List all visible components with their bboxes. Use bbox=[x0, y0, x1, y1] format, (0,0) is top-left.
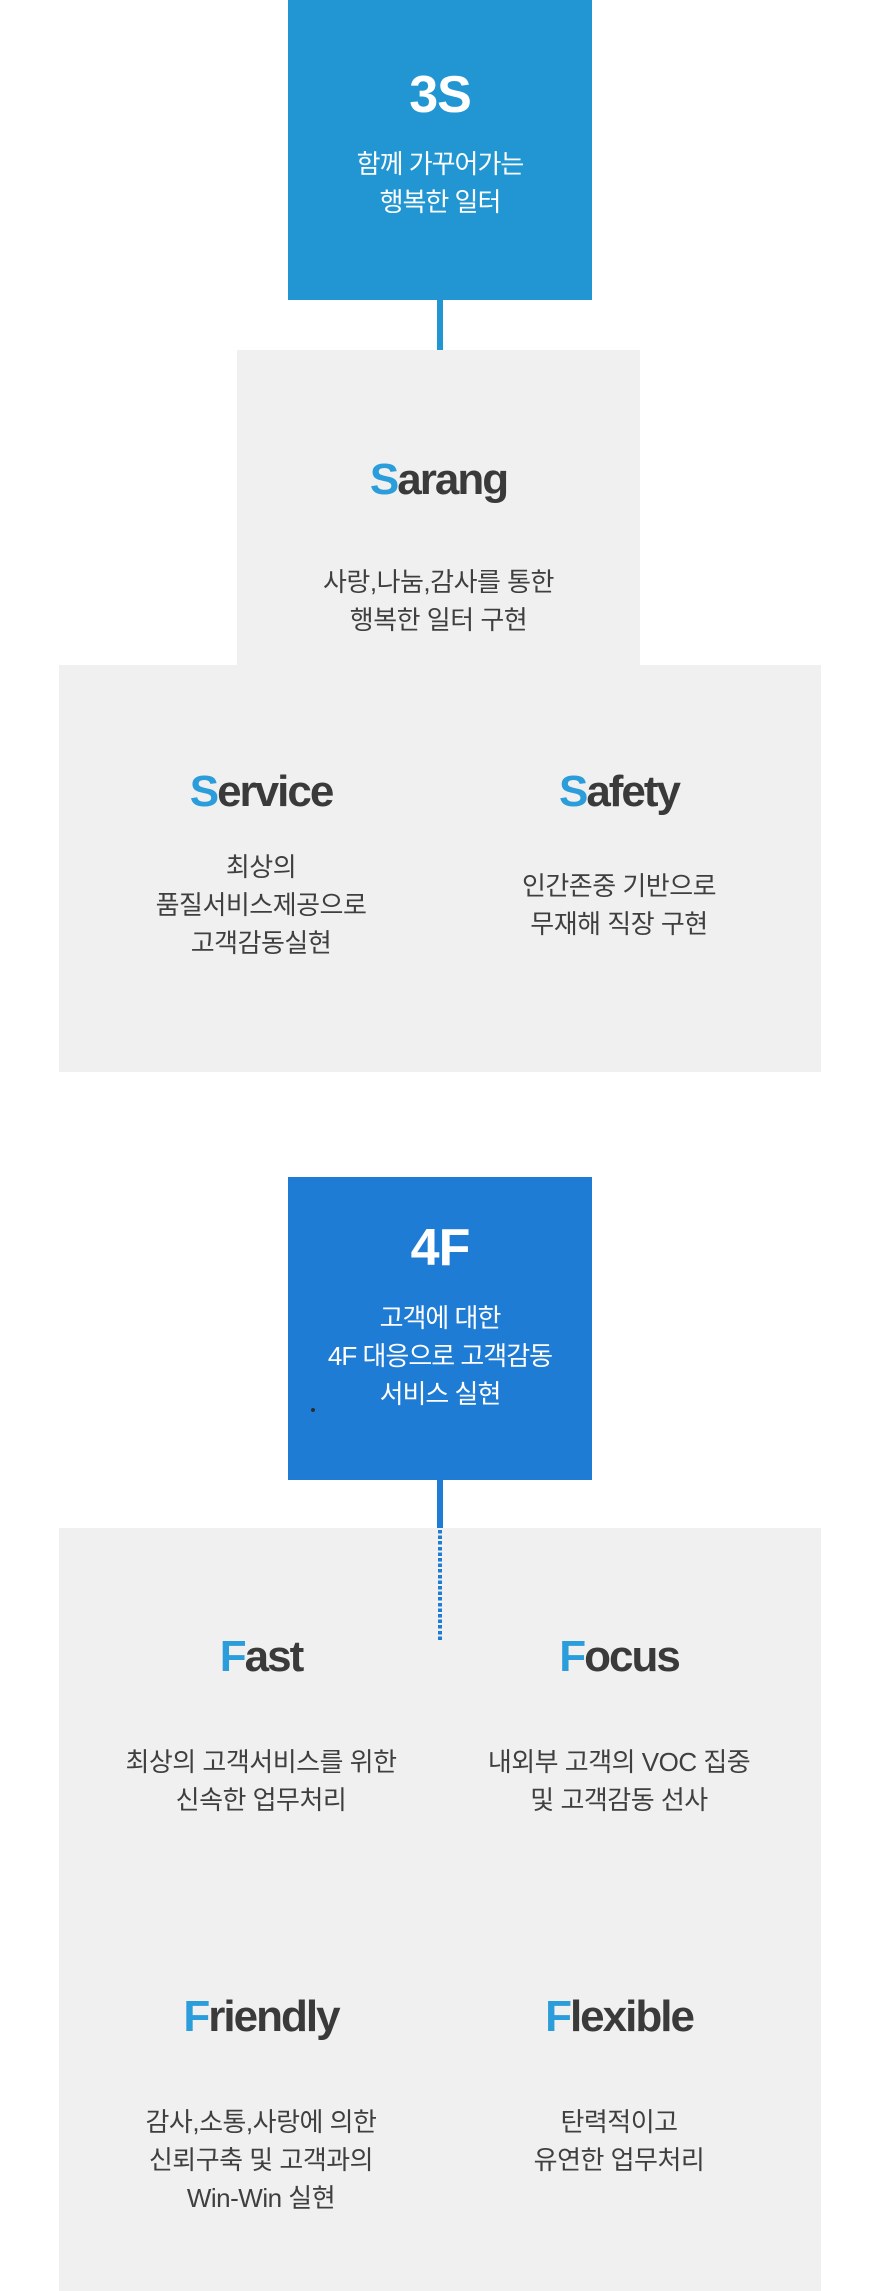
4f-title: 4F bbox=[410, 1219, 471, 1277]
dotted-connector bbox=[438, 1530, 442, 1640]
4f-values-row-1: Fast 최상의 고객서비스를 위한 신속한 업무처리 Focus 내외부 고객… bbox=[82, 1528, 798, 1888]
service-heading-initial: S bbox=[189, 767, 219, 816]
focus-heading: Focus bbox=[440, 1633, 798, 1681]
safety-description-line: 무재해 직장 구현 bbox=[530, 909, 708, 939]
service-description-line: 품질서비스제공으로 bbox=[155, 890, 367, 920]
sarang-heading: Sarang bbox=[237, 456, 640, 504]
fast-card: Fast 최상의 고객서비스를 위한 신속한 업무처리 bbox=[82, 1528, 440, 1888]
friendly-description-line: 감사,소통,사랑에 의한 bbox=[145, 2107, 377, 2137]
4f-subtitle: 고객에 대한 4F 대응으로 고객감동 서비스 실현 bbox=[288, 1299, 592, 1413]
safety-description: 인간존중 기반으로 무재해 직장 구현 bbox=[440, 848, 798, 962]
flexible-description: 탄력적이고 유연한 업무처리 bbox=[440, 2103, 798, 2179]
focus-heading-rest: ocus bbox=[584, 1632, 681, 1681]
friendly-heading: Friendly bbox=[82, 1993, 440, 2041]
4f-values-row-2: Friendly 감사,소통,사랑에 의한 신뢰구축 및 고객과의 Win-Wi… bbox=[82, 1888, 798, 2248]
4f-subtitle-line: 고객에 대한 bbox=[379, 1303, 502, 1333]
friendly-description-line: Win-Win 실현 bbox=[186, 2183, 336, 2213]
fast-heading-rest: ast bbox=[244, 1632, 305, 1681]
sarang-description-line: 행복한 일터 구현 bbox=[349, 605, 528, 635]
flexible-card: Flexible 탄력적이고 유연한 업무처리 bbox=[440, 1888, 798, 2248]
4f-values-panel: Fast 최상의 고객서비스를 위한 신속한 업무처리 Focus 내외부 고객… bbox=[59, 1528, 821, 2291]
flexible-heading-initial: F bbox=[545, 1992, 572, 2041]
connector-3s-to-sarang bbox=[437, 300, 443, 350]
sarang-card: Sarang 사랑,나눔,감사를 통한 행복한 일터 구현 bbox=[237, 350, 640, 665]
focus-description-line: 및 고객감동 선사 bbox=[530, 1785, 708, 1815]
4f-subtitle-line: 서비스 실현 bbox=[379, 1379, 502, 1409]
friendly-description: 감사,소통,사랑에 의한 신뢰구축 및 고객과의 Win-Win 실현 bbox=[82, 2103, 440, 2217]
flexible-description-line: 유연한 업무처리 bbox=[533, 2145, 705, 2175]
friendly-card: Friendly 감사,소통,사랑에 의한 신뢰구축 및 고객과의 Win-Wi… bbox=[82, 1888, 440, 2248]
sarang-heading-initial: S bbox=[369, 455, 399, 504]
focus-description-line: 내외부 고객의 VOC 집중 bbox=[487, 1747, 751, 1777]
fast-heading-initial: F bbox=[219, 1632, 247, 1681]
service-description: 최상의 품질서비스제공으로 고객감동실현 bbox=[82, 848, 440, 962]
sarang-heading-rest: arang bbox=[397, 455, 509, 504]
4f-subtitle-line: 4F 대응으로 고객감동 bbox=[327, 1341, 553, 1371]
service-heading: Service bbox=[82, 768, 440, 816]
focus-heading-initial: F bbox=[559, 1632, 586, 1681]
friendly-description-line: 신뢰구축 및 고객과의 bbox=[148, 2145, 374, 2175]
focus-description: 내외부 고객의 VOC 집중 및 고객감동 선사 bbox=[440, 1743, 798, 1819]
3s-subtitle: 함께 가꾸어가는 행복한 일터 bbox=[288, 145, 592, 221]
service-heading-rest: ervice bbox=[217, 767, 334, 816]
service-description-line: 고객감동실현 bbox=[190, 928, 332, 958]
friendly-heading-initial: F bbox=[183, 1992, 210, 2041]
service-card: Service 최상의 품질서비스제공으로 고객감동실현 bbox=[82, 665, 440, 1072]
3s-title: 3S bbox=[409, 66, 472, 124]
3s-subtitle-line: 행복한 일터 bbox=[379, 187, 502, 217]
sarang-description: 사랑,나눔,감사를 통한 행복한 일터 구현 bbox=[237, 563, 640, 639]
sarang-description-line: 사랑,나눔,감사를 통한 bbox=[323, 567, 554, 597]
friendly-heading-rest: riendly bbox=[208, 1992, 340, 2041]
fast-description-line: 신속한 업무처리 bbox=[175, 1785, 347, 1815]
safety-heading-initial: S bbox=[558, 767, 588, 816]
fast-description: 최상의 고객서비스를 위한 신속한 업무처리 bbox=[82, 1743, 440, 1819]
connector-4f-to-panel bbox=[437, 1480, 443, 1528]
safety-heading: Safety bbox=[440, 768, 798, 816]
service-safety-panel: Service 최상의 품질서비스제공으로 고객감동실현 Safety 인간존중… bbox=[59, 665, 821, 1072]
3s-header-box: 3S 함께 가꾸어가는 행복한 일터 bbox=[288, 0, 592, 300]
4f-header-box: 4F 고객에 대한 4F 대응으로 고객감동 서비스 실현 bbox=[288, 1177, 592, 1480]
stray-dot-mark bbox=[311, 1408, 315, 1412]
flexible-description-line: 탄력적이고 bbox=[560, 2107, 678, 2137]
service-description-line: 최상의 bbox=[225, 852, 297, 882]
safety-heading-rest: afety bbox=[586, 767, 681, 816]
focus-card: Focus 내외부 고객의 VOC 집중 및 고객감동 선사 bbox=[440, 1528, 798, 1888]
fast-heading: Fast bbox=[82, 1633, 440, 1681]
safety-card: Safety 인간존중 기반으로 무재해 직장 구현 bbox=[440, 665, 798, 1072]
3s-subtitle-line: 함께 가꾸어가는 bbox=[356, 149, 525, 179]
fast-description-line: 최상의 고객서비스를 위한 bbox=[125, 1747, 397, 1777]
flexible-heading-rest: lexible bbox=[569, 1992, 695, 2041]
flexible-heading: Flexible bbox=[440, 1993, 798, 2041]
safety-description-line: 인간존중 기반으로 bbox=[521, 871, 717, 901]
